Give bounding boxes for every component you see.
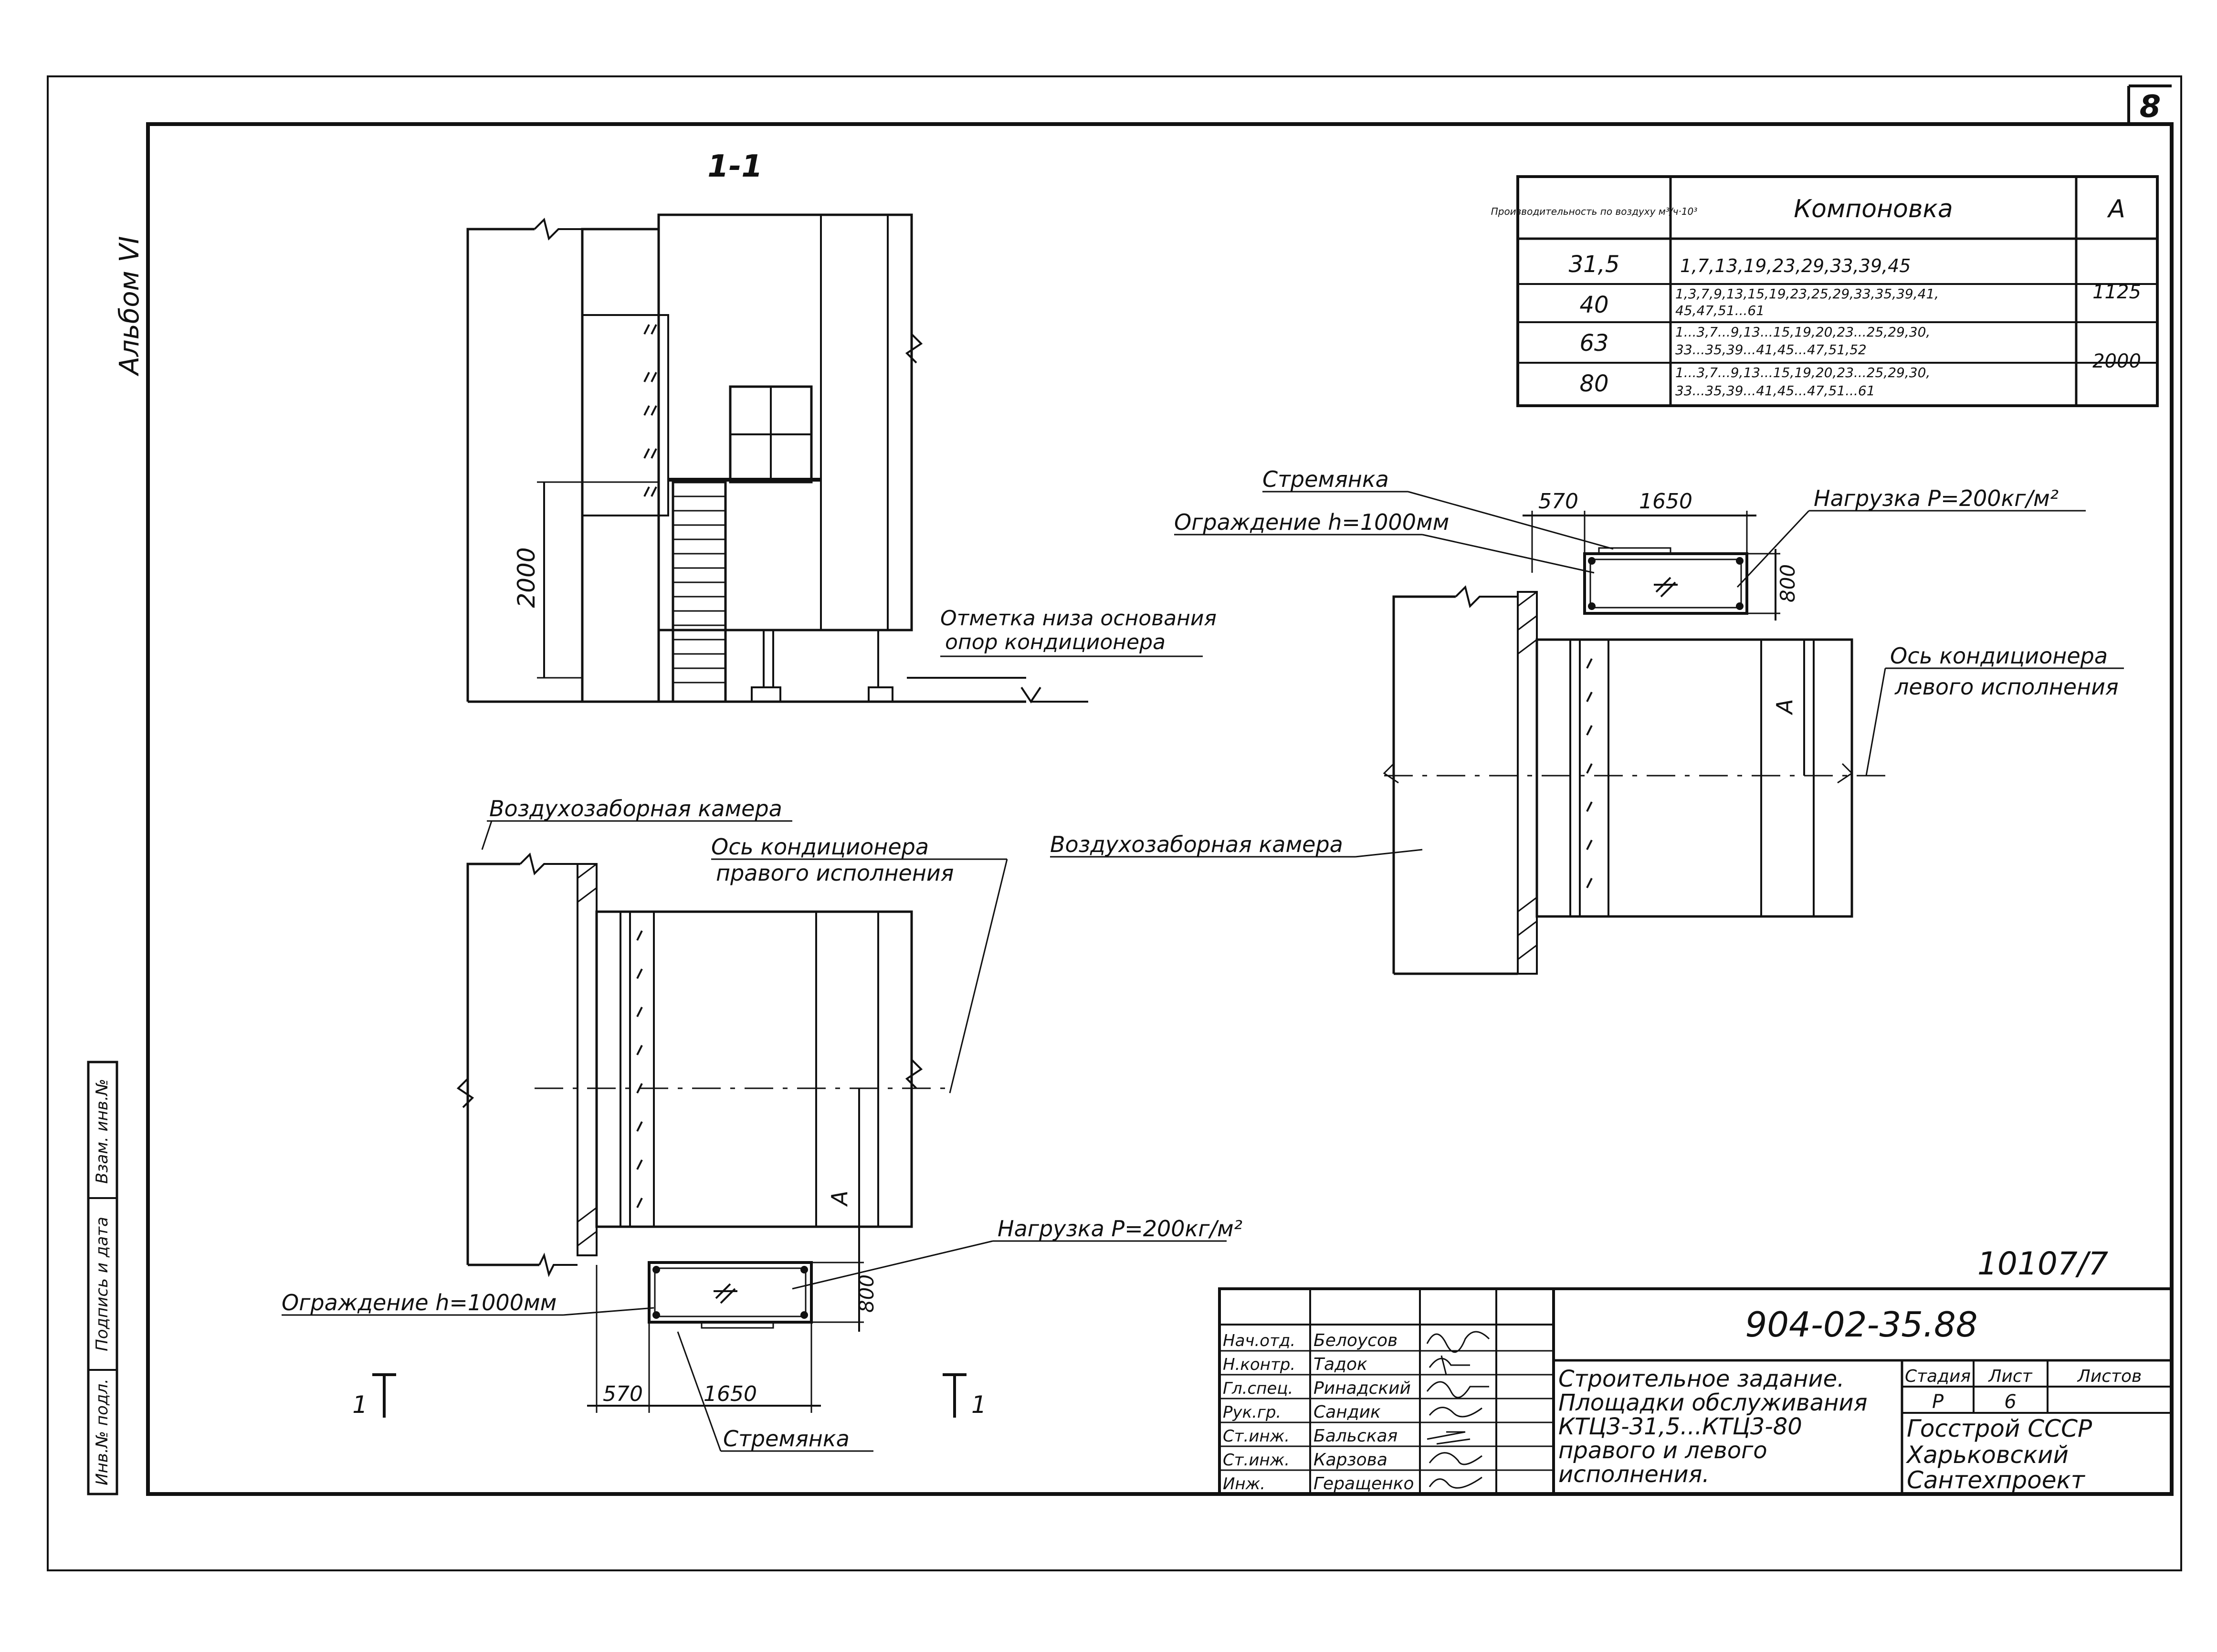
sheets-header: Листов: [2077, 1367, 2142, 1386]
dim-800-top: 800: [1776, 564, 1799, 602]
otmetka-label-1: Отметка низа основания: [940, 606, 1217, 631]
signer-7-name: Геращенко: [1313, 1474, 1414, 1494]
title-desc-2: Площадки обслуживания: [1558, 1389, 1867, 1416]
doc-code: 904-02-35.88: [1745, 1305, 1977, 1345]
plan-right-execution: Воздухозаборная камера Ось кондиционера …: [282, 796, 1242, 1452]
svg-text:1: 1: [352, 1391, 368, 1419]
signer-1-role: Нач.отд.: [1223, 1331, 1295, 1350]
dim-2000-label: 2000: [513, 547, 540, 608]
section-1-1-view: 1-1: [466, 149, 1217, 704]
table-row-4-layout-a: 1...3,7...9,13...15,19,20,23...25,29,30,: [1675, 365, 1930, 380]
table-row-2-capacity: 40: [1579, 292, 1608, 318]
section-mark-right: 1: [943, 1373, 987, 1419]
album-label: Альбом VI: [114, 236, 145, 377]
signer-7-role: Инж.: [1223, 1474, 1265, 1494]
table-row-3-capacity: 63: [1579, 330, 1608, 357]
table-row-2-layout-b: 45,47,51...61: [1675, 303, 1765, 318]
signer-5-role: Ст.инж.: [1223, 1427, 1290, 1446]
signer-1-name: Белоусов: [1313, 1331, 1397, 1350]
capacity-table: Производительность по воздуху м³/ч·10³ К…: [1491, 175, 2159, 407]
table-row-1-layout: 1,7,13,19,23,29,33,39,45: [1680, 255, 1911, 276]
signer-4-name: Сандик: [1313, 1402, 1381, 1422]
dim-570-top: 570: [1538, 489, 1578, 514]
strelyanka-bottom-label: Стремянка: [723, 1426, 850, 1452]
vozdukh-left-label: Воздухозаборная камера: [489, 796, 782, 821]
sheet-number: 8: [2140, 89, 2161, 125]
section-title: 1-1: [707, 149, 763, 184]
side-stamp: Инв.№ подл. Подпись и дата Взам. инв.№: [87, 1061, 118, 1495]
vozdukh-right-label: Воздухозаборная камера: [1050, 831, 1343, 857]
title-desc-4: правого и левого: [1558, 1437, 1767, 1464]
table-row-3-layout-b: 33...35,39...41,45...47,51,52: [1675, 342, 1867, 358]
os-left-label-1: Ось кондиционера: [1890, 643, 2108, 669]
org-line-3: Сантехпроект: [1907, 1466, 2086, 1494]
grating-marks: [643, 324, 657, 497]
signer-6-name: Карзова: [1313, 1450, 1387, 1470]
dim-1650-top: 1650: [1639, 489, 1692, 514]
os-left-label-2: левого исполнения: [1894, 674, 2119, 700]
table-header-capacity: Производительность по воздуху м³/ч·10³: [1491, 206, 1698, 217]
table-a-value-2: 2000: [2092, 350, 2141, 372]
signatures: [1426, 1331, 1490, 1489]
otmetka-label-2: опор кондиционера: [945, 630, 1166, 654]
ograzhdenie-top-label: Ограждение h=1000мм: [1174, 509, 1449, 535]
signer-4-role: Рук.гр.: [1223, 1403, 1281, 1422]
nagruzka-bottom-label: Нагрузка P=200кг/м²: [998, 1216, 1242, 1242]
nagruzka-top-label: Нагрузка P=200кг/м²: [1814, 485, 2059, 511]
stage-header: Стадия: [1905, 1367, 1971, 1386]
sheet-number-box: 8: [2127, 84, 2172, 125]
os-right-label-2: правого исполнения: [716, 860, 954, 886]
table-row-4-layout-b: 33...35,39...41,45...47,51...61: [1675, 383, 1875, 399]
stage-value: Р: [1932, 1391, 1944, 1413]
dim-570-bottom: 570: [603, 1382, 643, 1406]
table-a-value-1: 1125: [2092, 281, 2141, 303]
strelyanka-top-label: Стремянка: [1262, 466, 1389, 492]
dim-800-bottom: 800: [855, 1274, 878, 1313]
signer-2-name: Тадок: [1313, 1355, 1367, 1374]
side-stamp-replace: Взам. инв.№: [93, 1079, 112, 1184]
drawing-frame: [146, 122, 2174, 1496]
plan-left-execution: 570 1650 800 Стремянка Ограждение h=1000…: [1050, 466, 2124, 975]
os-right-label-1: Ось кондиционера: [711, 834, 929, 860]
title-desc-3: КТЦ3-31,5...КТЦ3-80: [1558, 1413, 1802, 1440]
table-row-2-layout-a: 1,3,7,9,13,15,19,23,25,29,33,35,39,41,: [1675, 286, 1939, 302]
table-header-layout: Компоновка: [1794, 195, 1953, 223]
signer-3-name: Ринадский: [1313, 1378, 1411, 1398]
side-stamp-inv: Инв.№ подл.: [93, 1378, 112, 1485]
outer-sheet-border: [47, 75, 2182, 1571]
title-block: Нач.отд. Белоусов Н.контр. Тадок Гл.спец…: [1218, 1287, 2173, 1495]
signer-3-role: Гл.спец.: [1223, 1379, 1293, 1398]
table-row-1-capacity: 31,5: [1569, 251, 1620, 278]
section-mark-left: 1: [352, 1373, 396, 1419]
dim-1650-bottom: 1650: [704, 1382, 757, 1406]
title-desc-1: Строительное задание.: [1558, 1366, 1844, 1392]
ograzhdenie-bottom-label: Ограждение h=1000мм: [282, 1290, 557, 1315]
svg-text:1: 1: [971, 1391, 987, 1419]
side-stamp-sign: Подпись и дата: [93, 1217, 112, 1351]
a-dim-right: А: [1772, 699, 1797, 715]
table-header-a: А: [2107, 195, 2125, 223]
org-line-1: Госстрой СССР: [1907, 1415, 2092, 1442]
table-row-4-capacity: 80: [1579, 370, 1608, 397]
org-line-2: Харьковский: [1905, 1441, 2069, 1469]
ladder-rungs: [673, 495, 725, 684]
a-dim-left: А: [827, 1190, 852, 1207]
sheet-header: Лист: [1987, 1367, 2032, 1386]
table-row-3-layout-a: 1...3,7...9,13...15,19,20,23...25,29,30,: [1675, 324, 1930, 340]
signer-6-role: Ст.инж.: [1223, 1451, 1290, 1470]
signer-2-role: Н.контр.: [1223, 1355, 1295, 1374]
doc-index: 10107/7: [1977, 1245, 2108, 1282]
sheet-value: 6: [2004, 1391, 2016, 1413]
signer-5-name: Бальская: [1313, 1426, 1397, 1446]
title-desc-5: исполнения.: [1558, 1461, 1710, 1488]
